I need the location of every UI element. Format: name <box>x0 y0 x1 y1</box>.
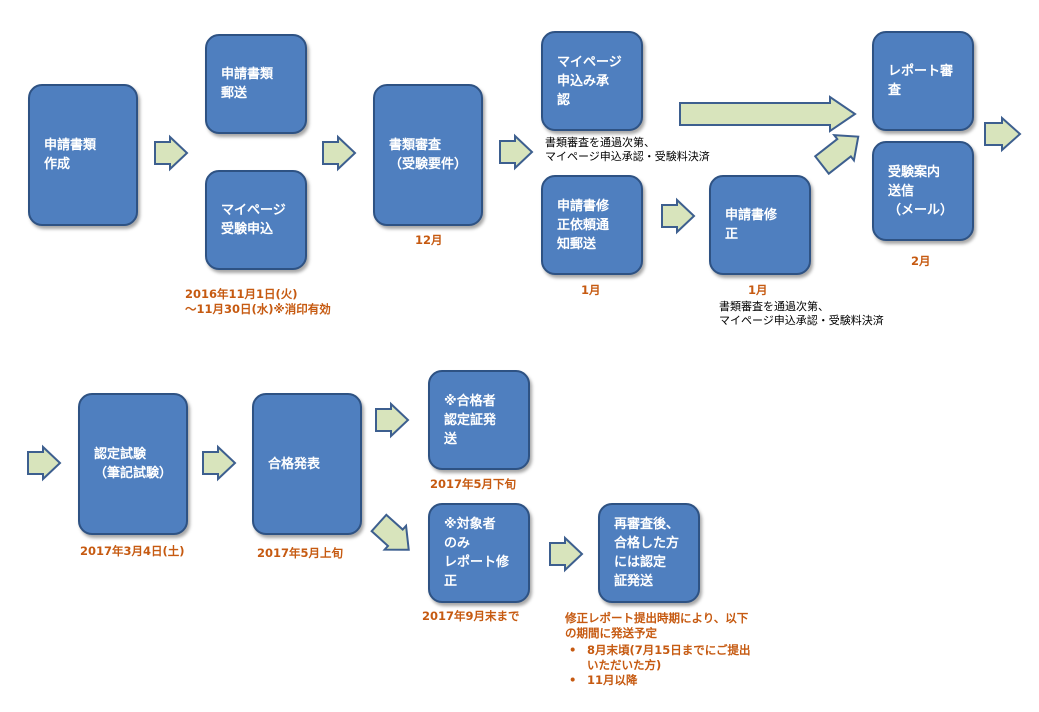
schedule-item: 8月末頃(7月15日までにご提出 いただいた方) <box>565 643 751 673</box>
box-mypage-apply: マイページ 受験申込 <box>205 170 307 270</box>
box-apply-doc-create-text: 申請書類 作成 <box>44 138 97 172</box>
box-result-announcement-text: 合格発表 <box>268 456 321 472</box>
schedule-item: 11月以降 <box>565 673 751 688</box>
box-report-review: レポート審 査 <box>872 31 974 131</box>
box-certificate-send: ※合格者 認定証発 送 <box>428 370 530 470</box>
box-rereview-send-text: 再審査後、 合格した方 には認定 証発送 <box>614 517 680 589</box>
label-january-1: 1月 <box>581 283 601 297</box>
box-mail-docs: 申請書類 郵送 <box>205 34 307 134</box>
box-result-announcement: 合格発表 <box>252 393 362 535</box>
arrow-result-to-cert <box>375 401 410 439</box>
box-exam-notice-text: 受験案内 送信 （メール） <box>888 164 954 218</box>
label-may-early: 2017年5月上旬 <box>257 546 344 560</box>
schedule-list: 8月末頃(7月15日までにご提出 いただいた方) 11月以降 <box>565 643 751 688</box>
box-mypage-approve: マイページ 申込み承 認 <box>541 31 643 131</box>
arrow-long-approve-to-report <box>679 95 857 133</box>
box-report-fix-text: ※対象者 のみ レポート修 正 <box>444 517 510 589</box>
box-certificate-send-text: ※合格者 認定証発 送 <box>444 393 497 447</box>
arrow-fix-to-rereview <box>549 535 584 573</box>
arrow-exam-to-result <box>202 444 237 482</box>
label-september-end: 2017年9月末まで <box>422 609 520 623</box>
label-exam-date: 2017年3月4日(土) <box>80 544 185 558</box>
note-review-pass-1: 書類審査を通過次第、 マイページ申込承認・受験料決済 <box>545 136 710 163</box>
box-fix-request-mail: 申請書修 正依頼通 知郵送 <box>541 175 643 275</box>
label-january-2: 1月 <box>748 283 768 297</box>
box-apply-doc-create: 申請書類 作成 <box>28 84 138 226</box>
box-application-fix-text: 申請書修 正 <box>725 208 778 242</box>
box-report-fix: ※対象者 のみ レポート修 正 <box>428 503 530 603</box>
box-document-review: 書類審査 （受験要件） <box>373 84 483 226</box>
note-review-pass-2: 書類審査を通過次第、 マイページ申込承認・受験料決済 <box>719 300 884 327</box>
box-certification-exam-text: 認定試験 （筆記試験） <box>94 447 173 481</box>
box-exam-notice: 受験案内 送信 （メール） <box>872 141 974 241</box>
label-application-period: 2016年11月1日(火) ～11月30日(水)※消印有効 <box>185 287 331 316</box>
box-certification-exam: 認定試験 （筆記試験） <box>78 393 188 535</box>
arrow-apply-to-submit <box>154 134 189 172</box>
arrow-result-to-report-fix <box>370 513 410 551</box>
box-rereview-send: 再審査後、 合格した方 には認定 証発送 <box>598 503 700 603</box>
arrow-row1-end <box>984 115 1022 153</box>
label-may-late: 2017年5月下旬 <box>430 477 517 491</box>
arrow-fix-to-exam-notice <box>813 134 860 176</box>
label-schedule-intro: 修正レポート提出時期により、以下 の期間に発送予定 <box>565 611 749 640</box>
box-mypage-apply-text: マイページ 受験申込 <box>221 203 286 237</box>
box-report-review-text: レポート審 査 <box>888 64 954 98</box>
label-february: 2月 <box>911 254 931 268</box>
arrow-submit-to-review <box>322 134 357 172</box>
arrow-fix-request-to-fix <box>661 197 696 235</box>
box-document-review-text: 書類審査 （受験要件） <box>389 138 468 172</box>
box-fix-request-mail-text: 申請書修 正依頼通 知郵送 <box>557 198 610 252</box>
box-application-fix: 申請書修 正 <box>709 175 811 275</box>
label-december: 12月 <box>415 233 443 247</box>
box-mail-docs-text: 申請書類 郵送 <box>221 67 274 101</box>
box-mypage-approve-text: マイページ 申込み承 認 <box>557 54 622 108</box>
arrow-review-to-branch <box>499 133 534 171</box>
arrow-row2-start <box>27 444 62 482</box>
